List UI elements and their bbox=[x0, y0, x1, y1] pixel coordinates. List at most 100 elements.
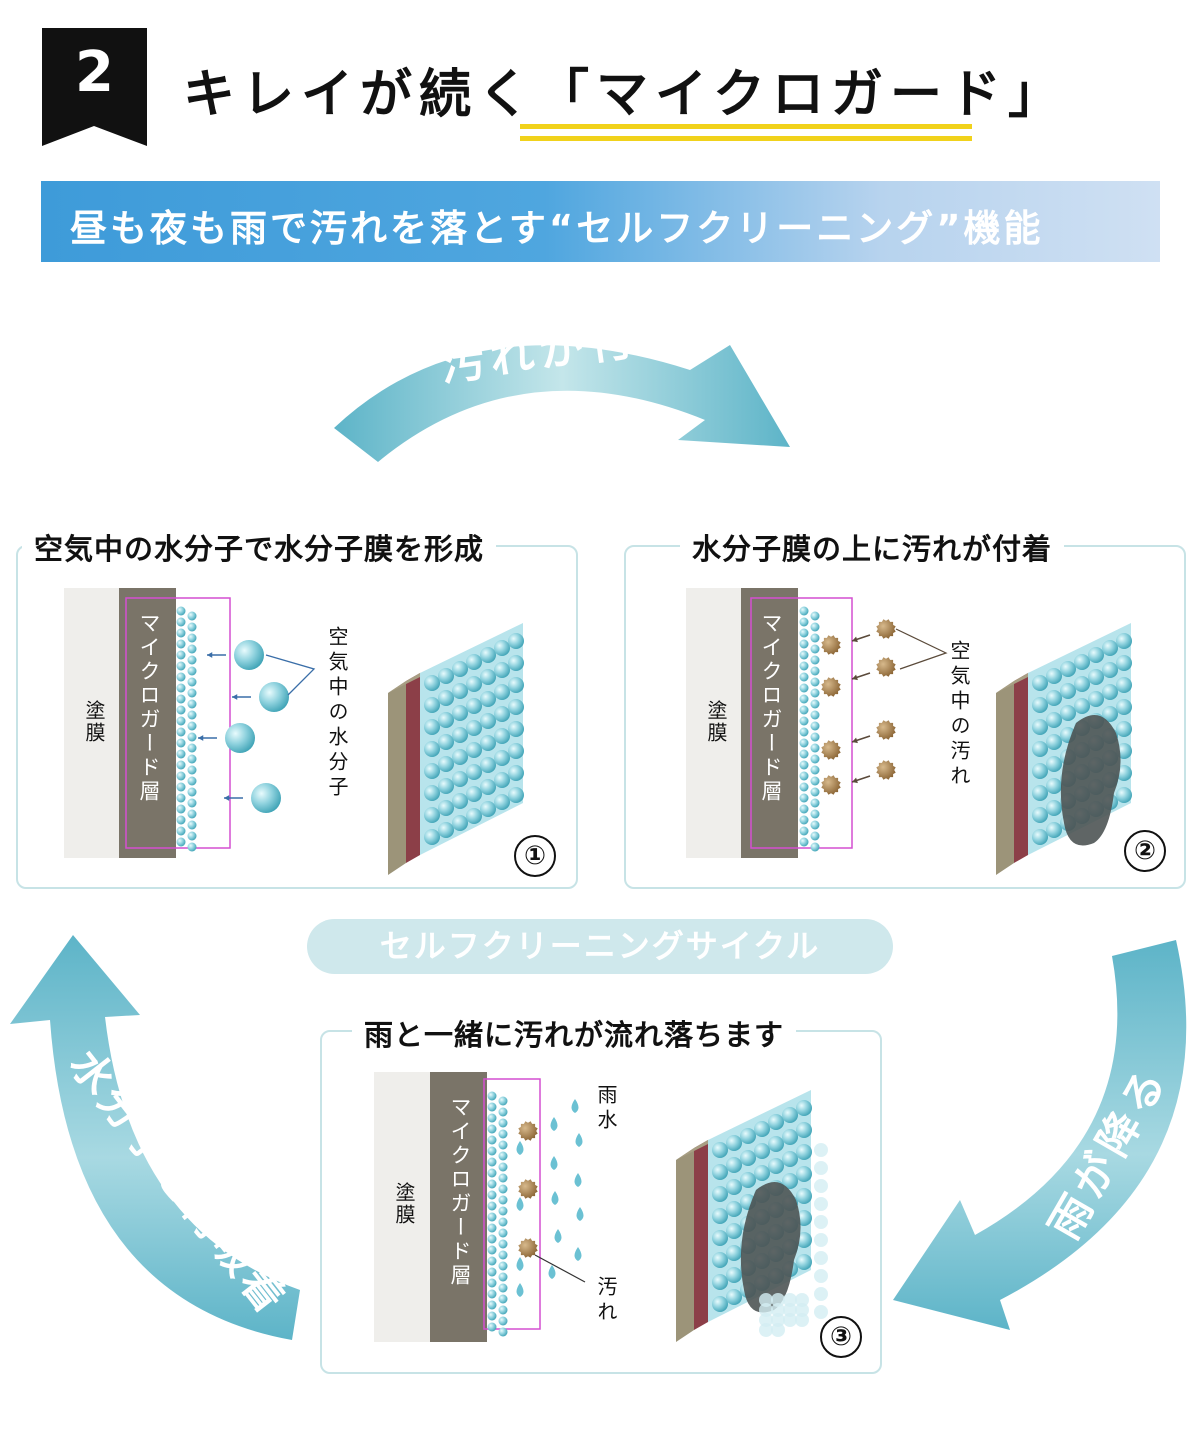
block-molecule bbox=[452, 749, 468, 765]
block-molecule bbox=[1046, 800, 1062, 816]
surface-molecule bbox=[498, 1250, 508, 1260]
block-molecule bbox=[782, 1129, 798, 1145]
block-molecule bbox=[796, 1188, 812, 1204]
panel-2-side-label: 空気中の汚れ bbox=[945, 640, 974, 794]
block-molecule bbox=[494, 772, 510, 788]
block-molecule bbox=[1046, 690, 1062, 706]
block-molecule bbox=[466, 698, 482, 714]
surface-molecule bbox=[487, 1300, 497, 1310]
surface-molecule bbox=[799, 837, 809, 847]
washed-molecule bbox=[759, 1303, 773, 1317]
panel-1-number: ① bbox=[514, 835, 556, 877]
surface-molecule bbox=[799, 672, 809, 682]
surface-molecule bbox=[498, 1162, 508, 1172]
block-molecule bbox=[740, 1150, 756, 1166]
panel-2-title: 水分子膜の上に汚れが付着 bbox=[680, 526, 1065, 568]
panel-1-coat-label: 塗膜 bbox=[82, 700, 106, 744]
surface-molecule bbox=[799, 705, 809, 715]
dirt-particle bbox=[876, 720, 896, 740]
surface-molecule bbox=[487, 1190, 497, 1200]
arrow-top-shape bbox=[334, 345, 790, 462]
block-molecule bbox=[1032, 719, 1048, 735]
block-molecule bbox=[494, 706, 510, 722]
block-molecule bbox=[796, 1100, 812, 1116]
surface-molecule bbox=[799, 628, 809, 638]
block-molecule bbox=[796, 1122, 812, 1138]
washed-molecule bbox=[814, 1179, 828, 1193]
focus-frame bbox=[750, 597, 853, 849]
panel-3-dirt-label-text: 汚れ bbox=[594, 1276, 618, 1326]
panel-1-side-label-text: 空気中の水分子 bbox=[325, 626, 349, 801]
leader-line bbox=[534, 1254, 586, 1283]
surface-molecule bbox=[487, 1245, 497, 1255]
surface-molecule bbox=[810, 776, 820, 786]
surface-molecule bbox=[176, 628, 186, 638]
block-molecule bbox=[1032, 675, 1048, 691]
block-molecule bbox=[438, 734, 454, 750]
block-molecule bbox=[1116, 721, 1132, 737]
block-molecule bbox=[1088, 647, 1104, 663]
surface-molecule bbox=[487, 1289, 497, 1299]
surface-molecule bbox=[487, 1102, 497, 1112]
washed-molecule bbox=[814, 1305, 828, 1319]
surface-molecule bbox=[187, 644, 197, 654]
surface-molecule bbox=[187, 622, 197, 632]
surface-molecule bbox=[487, 1168, 497, 1178]
dirt-particle bbox=[821, 740, 841, 760]
surface-molecule bbox=[187, 754, 197, 764]
surface-molecule bbox=[187, 710, 197, 720]
block-molecule bbox=[1060, 705, 1076, 721]
block-molecule bbox=[508, 721, 524, 737]
block-molecule bbox=[726, 1267, 742, 1283]
panel-1-diagram bbox=[125, 597, 524, 875]
block-molecule bbox=[494, 640, 510, 656]
block-molecule bbox=[712, 1274, 728, 1290]
block-molecule bbox=[424, 675, 440, 691]
block-molecule bbox=[480, 647, 496, 663]
panel-1-title: 空気中の水分子で水分子膜を形成 bbox=[22, 526, 497, 568]
washed-molecule bbox=[759, 1293, 773, 1307]
surface-molecule bbox=[176, 793, 186, 803]
washed-molecule bbox=[771, 1293, 785, 1307]
surface-molecule bbox=[810, 688, 820, 698]
block-molecule bbox=[782, 1107, 798, 1123]
surface-molecule bbox=[498, 1195, 508, 1205]
block-molecule bbox=[712, 1164, 728, 1180]
rain-drop bbox=[516, 1283, 524, 1297]
surface-molecule bbox=[187, 633, 197, 643]
block-molecule bbox=[796, 1254, 812, 1270]
surface-molecule bbox=[810, 622, 820, 632]
block-molecule bbox=[1046, 756, 1062, 772]
block-molecule bbox=[1116, 699, 1132, 715]
feature-banner bbox=[41, 181, 1160, 262]
surface-molecule bbox=[487, 1124, 497, 1134]
block-molecule bbox=[508, 787, 524, 803]
surface-molecule bbox=[498, 1107, 508, 1117]
panel-1-microguard-layer bbox=[119, 588, 176, 858]
arrow-head bbox=[852, 674, 858, 681]
surface-molecule bbox=[176, 804, 186, 814]
block-molecule bbox=[1102, 662, 1118, 678]
washed-molecule bbox=[795, 1313, 809, 1327]
air-water-molecule bbox=[225, 723, 255, 753]
block-paint bbox=[406, 673, 420, 863]
block-molecule bbox=[508, 655, 524, 671]
block-molecule bbox=[480, 801, 496, 817]
arrow-left-shape bbox=[10, 935, 300, 1340]
surface-molecule bbox=[498, 1118, 508, 1128]
block-molecule bbox=[452, 683, 468, 699]
block-molecule bbox=[782, 1151, 798, 1167]
block-molecule bbox=[494, 684, 510, 700]
section-number: 2 bbox=[75, 40, 114, 105]
surface-molecule bbox=[498, 1272, 508, 1282]
surface-molecule bbox=[187, 787, 197, 797]
arrow-head bbox=[198, 735, 204, 741]
surface-molecule bbox=[810, 633, 820, 643]
surface-molecule bbox=[187, 743, 197, 753]
block-molecule bbox=[1032, 785, 1048, 801]
washed-molecule bbox=[759, 1313, 773, 1327]
block-molecule bbox=[1046, 668, 1062, 684]
air-water-molecule bbox=[259, 682, 289, 712]
surface-molecule bbox=[487, 1157, 497, 1167]
block-molecule bbox=[424, 807, 440, 823]
